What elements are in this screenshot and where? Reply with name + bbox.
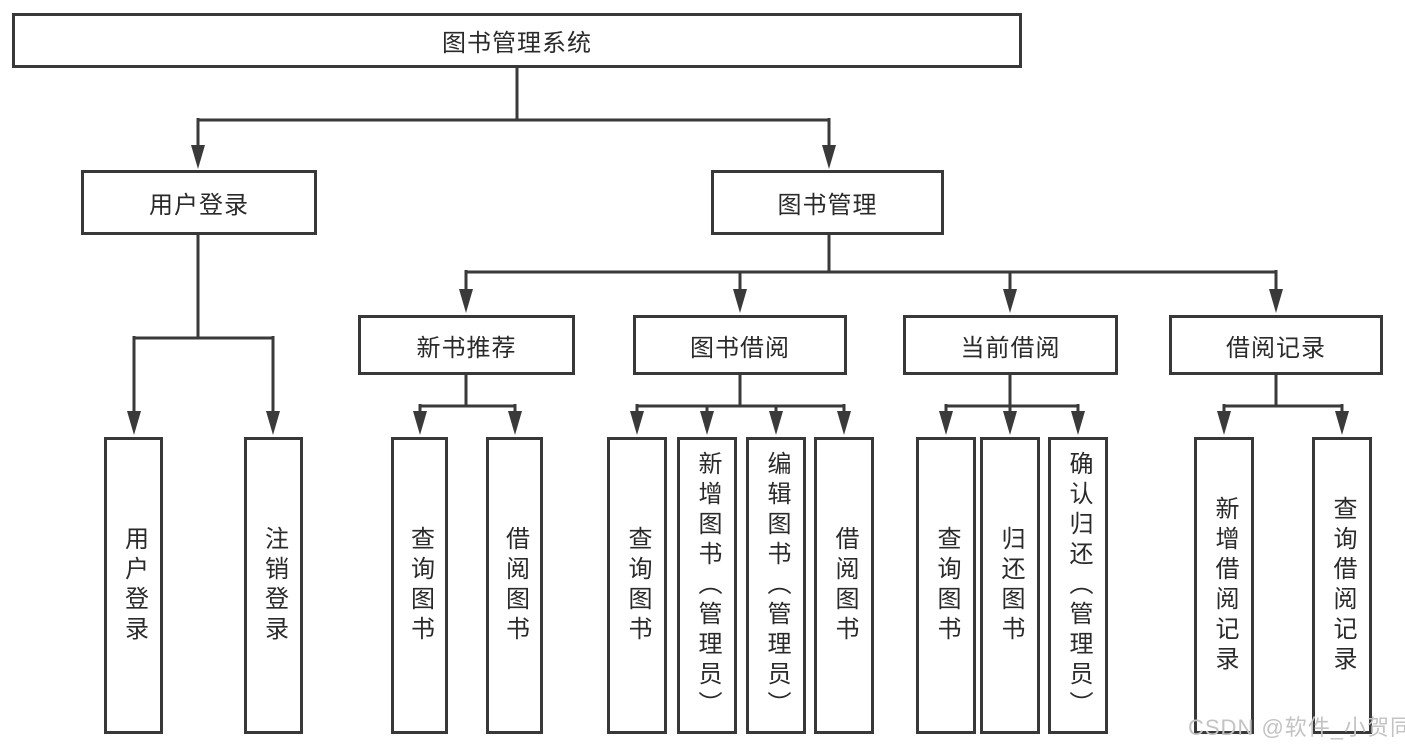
node-logout-label: 注销登录 — [260, 525, 288, 646]
arrowhead — [127, 411, 141, 435]
arrowhead — [822, 145, 836, 169]
arrowhead — [733, 289, 747, 313]
node-edit-books-admin: 编辑图书（管理员） — [746, 437, 806, 734]
node-borrow-records-label: 借阅记录 — [1226, 334, 1326, 362]
watermark: CSDN @软件_小贺同学 — [1188, 715, 1405, 740]
node-borrow-records: 借阅记录 — [1169, 315, 1383, 375]
node-confirm-return-admin: 确认归还（管理员） — [1048, 437, 1108, 734]
arrowhead — [1335, 411, 1349, 435]
arrowhead — [1003, 411, 1017, 435]
node-user-login-action: 用户登录 — [104, 437, 163, 734]
node-query-borrow-record-label: 查询借阅记录 — [1329, 495, 1356, 676]
node-user-login-label: 用户登录 — [149, 192, 249, 219]
arrowhead — [700, 411, 714, 435]
arrowhead — [413, 411, 427, 435]
node-query-borrow-record: 查询借阅记录 — [1312, 437, 1372, 734]
arrowhead — [837, 411, 851, 435]
node-root-label: 图书管理系统 — [442, 30, 592, 57]
node-current-borrow-label: 当前借阅 — [960, 334, 1061, 362]
connector-bookborrow-to-children — [635, 375, 846, 413]
node-current-borrow: 当前借阅 — [903, 315, 1118, 375]
node-confirm-return-admin-label: 确认归还（管理员） — [1065, 450, 1092, 721]
node-user-login: 用户登录 — [81, 170, 317, 235]
arrowhead — [769, 411, 783, 435]
node-book-management-label: 图书管理 — [777, 192, 878, 219]
connector-borrowrecords-to-children — [1222, 375, 1344, 413]
connector-currentborrow-to-children — [944, 375, 1080, 413]
arrowhead — [1003, 289, 1017, 313]
arrowhead — [266, 411, 280, 435]
arrowhead — [1269, 289, 1283, 313]
node-book-borrow: 图书借阅 — [633, 315, 847, 375]
node-return-books: 归还图书 — [980, 437, 1040, 734]
node-new-book-recommend-label: 新书推荐 — [416, 334, 517, 362]
connector-root-to-level2 — [196, 68, 831, 147]
node-logout: 注销登录 — [244, 437, 303, 734]
node-add-books-admin-label: 新增图书（管理员） — [694, 450, 721, 721]
node-recommend-query-books-label: 查询图书 — [406, 525, 434, 646]
arrowhead — [1217, 411, 1231, 435]
node-add-borrow-record-label: 新增借阅记录 — [1211, 495, 1238, 676]
arrowhead — [630, 411, 644, 435]
connector-bookmgmt-to-level3 — [464, 233, 1278, 291]
node-add-borrow-record: 新增借阅记录 — [1194, 437, 1254, 734]
node-user-login-action-label: 用户登录 — [120, 525, 148, 646]
arrowhead — [939, 411, 953, 435]
node-book-management: 图书管理 — [711, 170, 944, 235]
node-current-query-books-label: 查询图书 — [933, 525, 960, 646]
arrowhead — [508, 411, 522, 435]
node-current-query-books: 查询图书 — [916, 437, 976, 734]
node-book-borrow-label: 图书借阅 — [690, 334, 790, 362]
connector-userlogin-to-children — [132, 235, 275, 413]
node-recommend-borrow-books-label: 借阅图书 — [501, 525, 529, 646]
arrowhead — [1071, 411, 1085, 435]
node-borrow-books: 借阅图书 — [814, 437, 874, 734]
node-new-book-recommend: 新书推荐 — [358, 315, 575, 375]
node-edit-books-admin-label: 编辑图书（管理员） — [763, 450, 790, 721]
node-borrow-query-books: 查询图书 — [607, 437, 667, 734]
arrowhead — [459, 289, 473, 313]
connector-newbookrec-to-children — [418, 375, 517, 413]
node-add-books-admin: 新增图书（管理员） — [677, 437, 737, 734]
node-return-books-label: 归还图书 — [997, 525, 1024, 646]
node-recommend-query-books: 查询图书 — [391, 437, 448, 734]
node-borrow-books-label: 借阅图书 — [831, 525, 858, 646]
node-borrow-query-books-label: 查询图书 — [624, 525, 651, 646]
arrowhead — [191, 145, 205, 169]
node-root: 图书管理系统 — [12, 13, 1022, 68]
node-recommend-borrow-books: 借阅图书 — [486, 437, 543, 734]
